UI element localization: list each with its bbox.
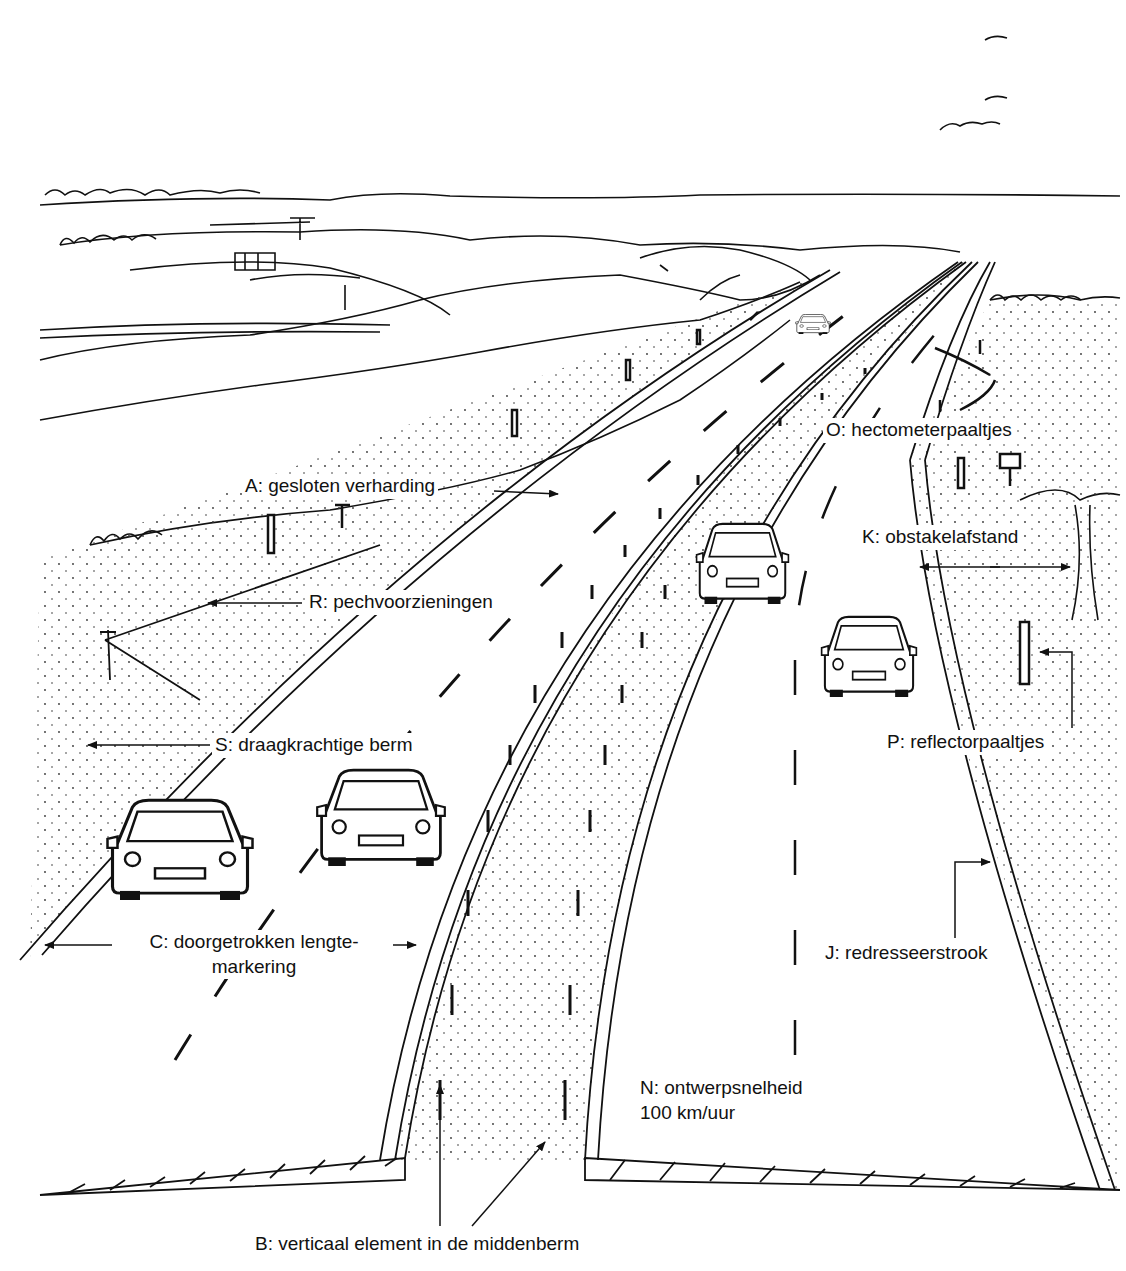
callout-label: P: reflectorpaaltjes [884,730,1047,755]
callout-label: C: doorgetrokken lengte- markering [118,930,390,979]
callout-label: J: redresseerstrook [822,941,991,966]
callout-label: B: verticaal element in de middenberm [252,1232,582,1257]
callout-label: N: ontwerpsnelheid 100 km/uur [637,1076,842,1125]
callout-label: K: obstakelafstand [859,525,1021,550]
callout-label: S: draagkrachtige berm [212,733,416,758]
callout-label: A: gesloten verharding [242,474,438,499]
callout-label: O: hectometerpaaltjes [823,418,1015,443]
callout-label: R: pechvoorzieningen [306,590,496,615]
